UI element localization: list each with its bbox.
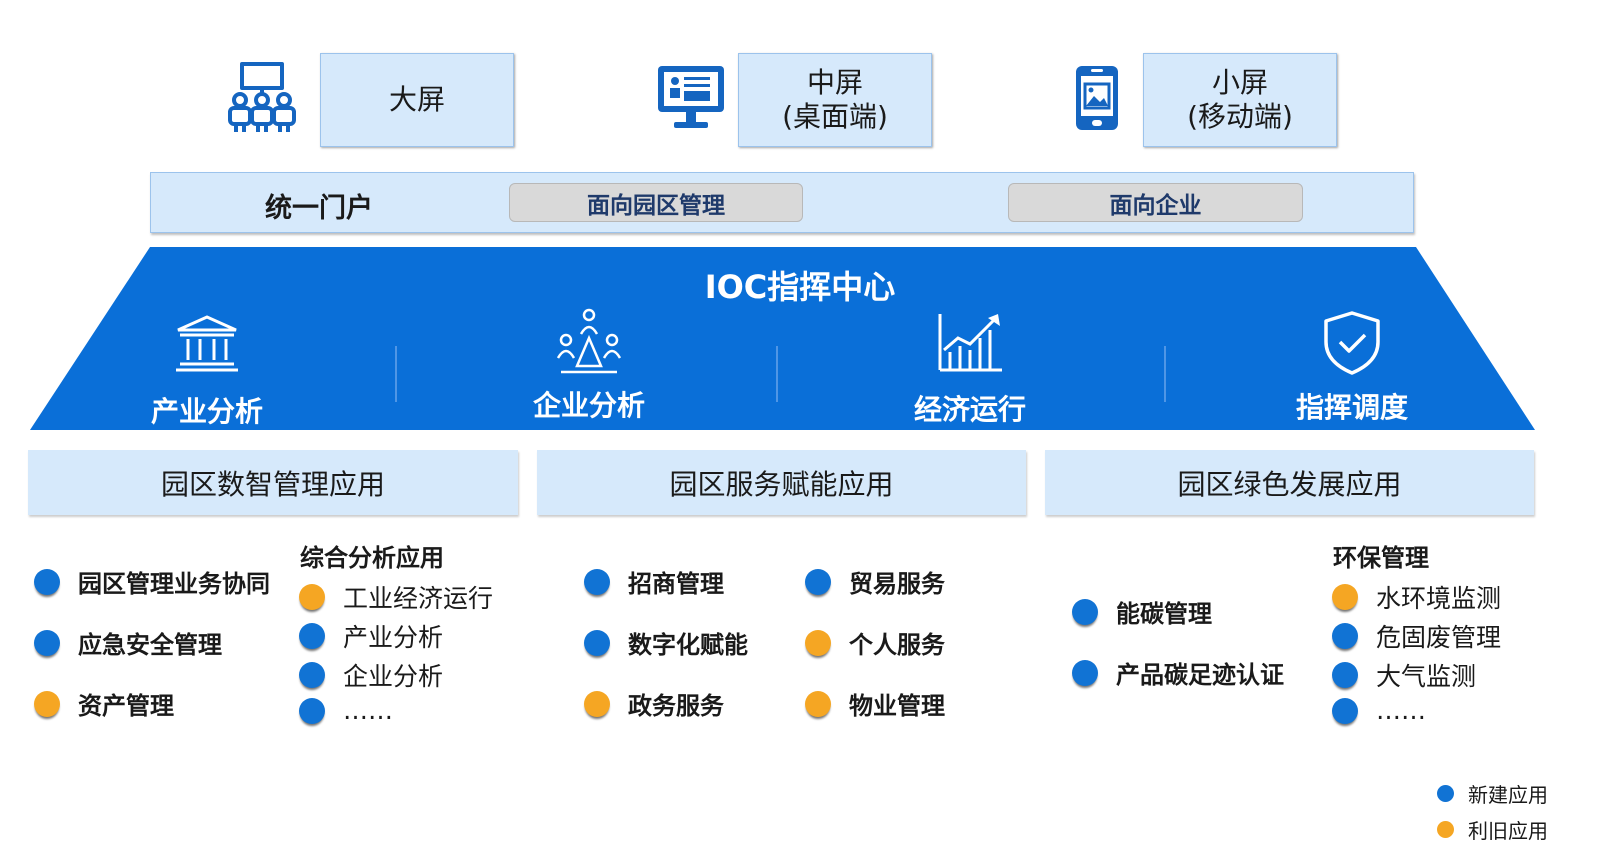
portal-enterprise-tab[interactable]: 面向企业 [1008, 183, 1303, 222]
list-item: 园区管理业务协同 [34, 564, 270, 599]
new-app-dot [584, 629, 610, 656]
growth-chart-icon [938, 314, 1002, 372]
list-item: 产业分析 [299, 618, 443, 654]
medium-screen-box: 中屏 (桌面端) [738, 53, 932, 147]
shield-check-icon [1324, 311, 1380, 375]
reused-app-dot [1332, 584, 1358, 610]
list-item: 能碳管理 [1072, 594, 1212, 629]
new-app-dot [584, 568, 610, 595]
people-network-icon [556, 308, 622, 374]
ioc-panel [30, 247, 1535, 430]
medium-screen-line1: 中屏 [806, 66, 863, 99]
list-item: …… [1332, 696, 1426, 725]
ioc-divider [1164, 346, 1166, 402]
ioc-divider [395, 346, 397, 402]
reused-app-dot [805, 690, 831, 717]
desktop-monitor-icon [656, 64, 726, 138]
reused-app-dot [299, 584, 325, 610]
list-item: …… [299, 696, 393, 725]
big-screen-box: 大屏 [320, 53, 514, 147]
legend-new-dot [1437, 785, 1454, 802]
list-item: 工业经济运行 [299, 579, 493, 615]
small-screen-box: 小屏 (移动端) [1143, 53, 1337, 147]
reused-app-dot [805, 629, 831, 656]
mobile-phone-icon [1074, 64, 1120, 136]
ioc-item-label: 产业分析 [150, 395, 263, 428]
list-item: 个人服务 [805, 625, 945, 660]
new-app-dot [299, 662, 325, 688]
new-app-dot [34, 629, 60, 656]
portal-title: 统一门户 [265, 193, 373, 224]
list-item: 资产管理 [34, 686, 174, 721]
ioc-item-label: 指挥调度 [1295, 391, 1408, 424]
new-app-dot [1332, 697, 1358, 724]
ioc-item-label: 经济运行 [913, 393, 1026, 426]
new-app-dot [1072, 598, 1098, 625]
portal-park-management-tab[interactable]: 面向园区管理 [509, 183, 803, 222]
legend-new: 新建应用 [1437, 779, 1548, 808]
new-app-dot [299, 697, 325, 724]
legend-reused-label: 利旧应用 [1468, 819, 1548, 843]
env-subtitle: 环保管理 [1333, 544, 1429, 572]
small-screen-line2: (移动端) [1187, 100, 1293, 133]
new-app-dot [1332, 623, 1358, 649]
list-item: 水环境监测 [1332, 579, 1501, 615]
new-app-dot [1072, 659, 1098, 686]
list-item: 物业管理 [805, 686, 945, 721]
legend-reused: 利旧应用 [1437, 815, 1548, 844]
reused-app-dot [34, 690, 60, 717]
legend-reused-dot [1437, 821, 1454, 838]
new-app-dot [1332, 662, 1358, 688]
ioc-divider [776, 346, 778, 402]
legend-new-label: 新建应用 [1468, 783, 1548, 807]
list-item: 贸易服务 [805, 564, 945, 599]
list-item: 大气监测 [1332, 657, 1476, 693]
big-screen-label: 大屏 [388, 83, 445, 116]
list-item: 产品碳足迹认证 [1072, 655, 1284, 690]
list-item: 危固废管理 [1332, 618, 1501, 654]
new-app-dot [805, 568, 831, 595]
list-item: 数字化赋能 [584, 625, 748, 660]
category-digital-management: 园区数智管理应用 [28, 450, 518, 515]
list-item: 招商管理 [584, 564, 724, 599]
category-service-enablement: 园区服务赋能应用 [537, 450, 1026, 515]
medium-screen-line2: (桌面端) [782, 100, 888, 133]
list-item: 企业分析 [299, 657, 443, 693]
list-item: 应急安全管理 [34, 625, 222, 660]
ioc-title: IOC指挥中心 [704, 268, 896, 306]
small-screen-line1: 小屏 [1211, 66, 1268, 99]
video-wall-icon [226, 60, 298, 140]
new-app-dot [299, 623, 325, 649]
institution-building-icon [176, 315, 238, 372]
category-green-development: 园区绿色发展应用 [1045, 450, 1534, 515]
ioc-item-label: 企业分析 [532, 389, 645, 422]
list-item: 政务服务 [584, 686, 724, 721]
analysis-subtitle: 综合分析应用 [300, 544, 444, 572]
new-app-dot [34, 568, 60, 595]
reused-app-dot [584, 690, 610, 717]
